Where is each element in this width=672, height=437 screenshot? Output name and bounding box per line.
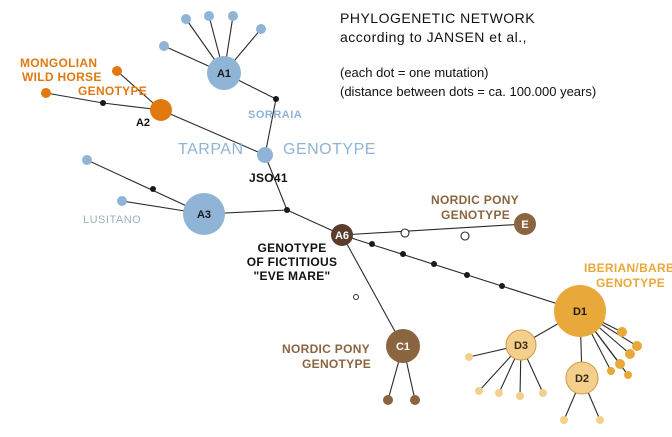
mutation-dot — [284, 207, 290, 213]
label-nordic-e-line1: NORDIC PONY — [431, 193, 519, 207]
title-line2: according to JANSEN et al., — [340, 29, 527, 45]
node-a6-label: A6 — [335, 230, 349, 242]
group-labels: MONGOLIAN WILD HORSE GENOTYPE SORRAIA TA… — [20, 56, 672, 371]
title-block: PHYLOGENETIC NETWORK according to JANSEN… — [340, 10, 596, 99]
node-tarpan — [257, 147, 273, 163]
node-a1 — [207, 56, 241, 90]
label-jso41: JSO41 — [249, 171, 288, 185]
haplotype-leaf-d2 — [560, 416, 568, 424]
node-a2 — [150, 99, 172, 121]
haplotype-leaf-d1 — [607, 367, 615, 375]
haplotype-leaf — [256, 24, 266, 34]
label-tarpan-genotype: GENOTYPE — [283, 141, 376, 158]
node-e — [514, 213, 536, 235]
label-mongolian-line1: MONGOLIAN — [20, 56, 97, 70]
label-tarpan: TARPAN — [178, 141, 244, 158]
link-a6-d1 — [341, 234, 581, 312]
link-a3-leaf1 — [86, 159, 205, 215]
node-d3 — [505, 329, 537, 361]
d1-leaves — [607, 327, 642, 379]
mutation-dot — [273, 96, 279, 102]
haplotype-leaf-d1 — [632, 341, 642, 351]
link-tarpan-trunk — [264, 154, 288, 211]
haplotype-leaf-d3 — [475, 387, 483, 395]
mutation-dot — [400, 251, 406, 257]
link-mongol-a2 — [45, 92, 104, 104]
haplotype-leaf-mongol — [41, 88, 51, 98]
haplotype-leaf-d3 — [465, 353, 473, 361]
mutation-dot — [499, 283, 505, 289]
mutation-dot — [150, 186, 156, 192]
haplotype-leaf-lusitano — [117, 196, 127, 206]
haplotype-leaf-d3 — [539, 389, 547, 397]
haplotype-leaf-d3 — [495, 389, 503, 397]
label-nordic-e-line2: GENOTYPE — [441, 208, 510, 222]
label-mongolian-line2: WILD HORSE — [22, 70, 102, 84]
node-c1-label: C1 — [396, 341, 410, 353]
label-iberian-line2: GENOTYPE — [596, 276, 665, 290]
d3-leaves — [465, 353, 547, 400]
mutation-dot — [369, 241, 375, 247]
note-distance: (distance between dots = ca. 100.000 yea… — [340, 84, 596, 99]
mutation-dot-open — [353, 294, 359, 300]
label-sorraia: SORRAIA — [248, 109, 302, 121]
haplotype-leaf-d3 — [516, 392, 524, 400]
label-nordic-c1-line1: NORDIC PONY — [282, 342, 370, 356]
label-eve-line3: "EVE MARE" — [253, 269, 330, 283]
mutation-dot — [464, 272, 470, 278]
mutation-dots — [100, 96, 505, 300]
haplotype-leaf-d1 — [624, 371, 632, 379]
title-line1: PHYLOGENETIC NETWORK — [340, 10, 535, 26]
node-a1-label: A1 — [217, 68, 231, 80]
note-mutation: (each dot = one mutation) — [340, 65, 489, 80]
mutation-dot-open — [460, 231, 470, 241]
label-eve-line2: OF FICTITIOUS — [247, 255, 338, 269]
mutation-dot — [431, 261, 437, 267]
label-mongolian-line3: GENOTYPE — [78, 84, 147, 98]
haplotype-leaf-d2 — [596, 416, 604, 424]
link-a2-tarpan — [160, 109, 266, 156]
node-a2-label: A2 — [136, 117, 150, 129]
haplotype-leaf — [204, 11, 214, 21]
haplotype-leaf-d1 — [625, 349, 635, 359]
label-iberian-line1: IBERIAN/BARB — [584, 261, 672, 275]
haplotype-leaf-d1 — [615, 359, 625, 369]
label-eve-line1: GENOTYPE — [257, 241, 326, 255]
node-d2-label: D2 — [575, 373, 589, 385]
node-d1-label: D1 — [573, 306, 587, 318]
haplotype-leaf — [181, 14, 191, 24]
link-sorraia-tarpan — [264, 98, 277, 156]
node-e-label: E — [521, 219, 528, 231]
label-lusitano: LUSITANO — [83, 214, 141, 226]
haplotype-leaf-c1 — [383, 395, 393, 405]
node-c1 — [386, 329, 420, 363]
haplotype-leaf — [228, 11, 238, 21]
node-d3-label: D3 — [514, 340, 528, 352]
haplotype-leaf-c1 — [410, 395, 420, 405]
haplotype-leaf-mongol — [112, 66, 122, 76]
node-d1 — [554, 285, 606, 337]
link-a6-c1 — [341, 234, 404, 347]
label-nordic-c1-line2: GENOTYPE — [302, 357, 371, 371]
node-a3-label: A3 — [197, 209, 211, 221]
mutation-dot-open — [400, 228, 410, 238]
node-a6 — [331, 224, 353, 246]
node-a3 — [183, 193, 225, 235]
node-d2 — [565, 361, 599, 395]
link-a6-e — [341, 223, 526, 236]
haplotype-leaf — [159, 41, 169, 51]
haplotype-leaf-d1 — [617, 327, 627, 337]
haplotype-leaf — [82, 155, 92, 165]
mutation-dot — [100, 100, 106, 106]
a1-leaves — [159, 11, 266, 51]
